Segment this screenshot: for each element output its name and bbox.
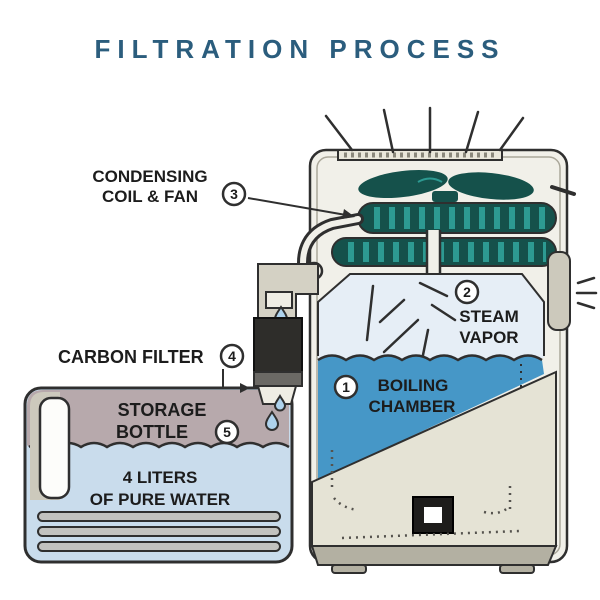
air-out-dashes (575, 276, 598, 310)
callouts: CONDENSING COIL & FAN 3 CARBON FILTER 4 … (58, 167, 519, 509)
label-text: CARBON FILTER (58, 347, 204, 367)
step-number: 3 (230, 186, 238, 202)
droplet-icon (273, 394, 287, 412)
power-button (412, 496, 454, 534)
steam-chamber (318, 274, 544, 358)
leader-arrowhead (240, 383, 250, 393)
leader-line (222, 369, 240, 389)
machine-foot (499, 564, 535, 574)
bottle-water-line (28, 441, 290, 449)
label-text: STEAM (459, 307, 519, 326)
filter-collar (253, 371, 303, 387)
panel-texture-dots (330, 450, 521, 540)
machine-foot (331, 564, 367, 574)
label-carbon-filter: CARBON FILTER 4 (58, 343, 250, 393)
top-vent (337, 149, 503, 161)
step-badge-circle (454, 279, 480, 305)
boiling-water (318, 355, 544, 480)
label-text: COIL & FAN (102, 187, 198, 206)
label-text: CHAMBER (369, 397, 456, 416)
machine-base (310, 545, 558, 566)
step-number: 5 (223, 424, 231, 440)
condensing-coils (331, 202, 557, 267)
page-title: FILTRATION PROCESS (94, 34, 506, 64)
label-text: BOTTLE (116, 422, 188, 442)
leader-line (247, 197, 347, 216)
bottle-handle (38, 396, 71, 500)
leader-arrowhead (342, 209, 355, 219)
bottle-ridge (37, 511, 281, 522)
label-text: OF PURE WATER (90, 490, 230, 509)
label-condensing-coil: CONDENSING COIL & FAN 3 (92, 167, 355, 219)
bottle-outline (23, 386, 294, 564)
step-number: 2 (463, 284, 471, 300)
step-badge-circle (221, 181, 247, 207)
condensate-outlet (257, 263, 319, 326)
label-text: 4 LITERS (123, 468, 198, 487)
label-storage-bottle: STORAGE BOTTLE 5 (116, 400, 240, 445)
water-line (317, 354, 543, 362)
step-badge-circle (219, 343, 245, 369)
label-text: STORAGE (118, 400, 207, 420)
filter-spout (256, 385, 298, 405)
step-number: 4 (228, 348, 236, 364)
filter-cartridge (253, 317, 303, 373)
label-text: VAPOR (459, 328, 518, 347)
step-badge-circle (333, 374, 359, 400)
label-text: BOILING (378, 376, 449, 395)
steam-chamber-wall (317, 273, 545, 356)
side-vent-handle (547, 251, 571, 331)
label-boiling-chamber: 1 BOILING CHAMBER (333, 374, 456, 416)
label-text: CONDENSING (92, 167, 207, 186)
droplet-icon (264, 410, 280, 431)
step-number: 1 (342, 379, 350, 395)
fan-pointer-dash (550, 185, 576, 196)
exhaust-air-lines (324, 106, 525, 154)
bottle-ridge (37, 541, 281, 552)
step-badge-circle (214, 419, 240, 445)
label-pure-water: 4 LITERS OF PURE WATER (90, 468, 230, 509)
carbon-filter (253, 317, 303, 431)
distiller-machine (257, 106, 598, 574)
label-steam-vapor: 2 STEAM VAPOR (454, 279, 519, 347)
bottle-ridge (37, 526, 281, 537)
